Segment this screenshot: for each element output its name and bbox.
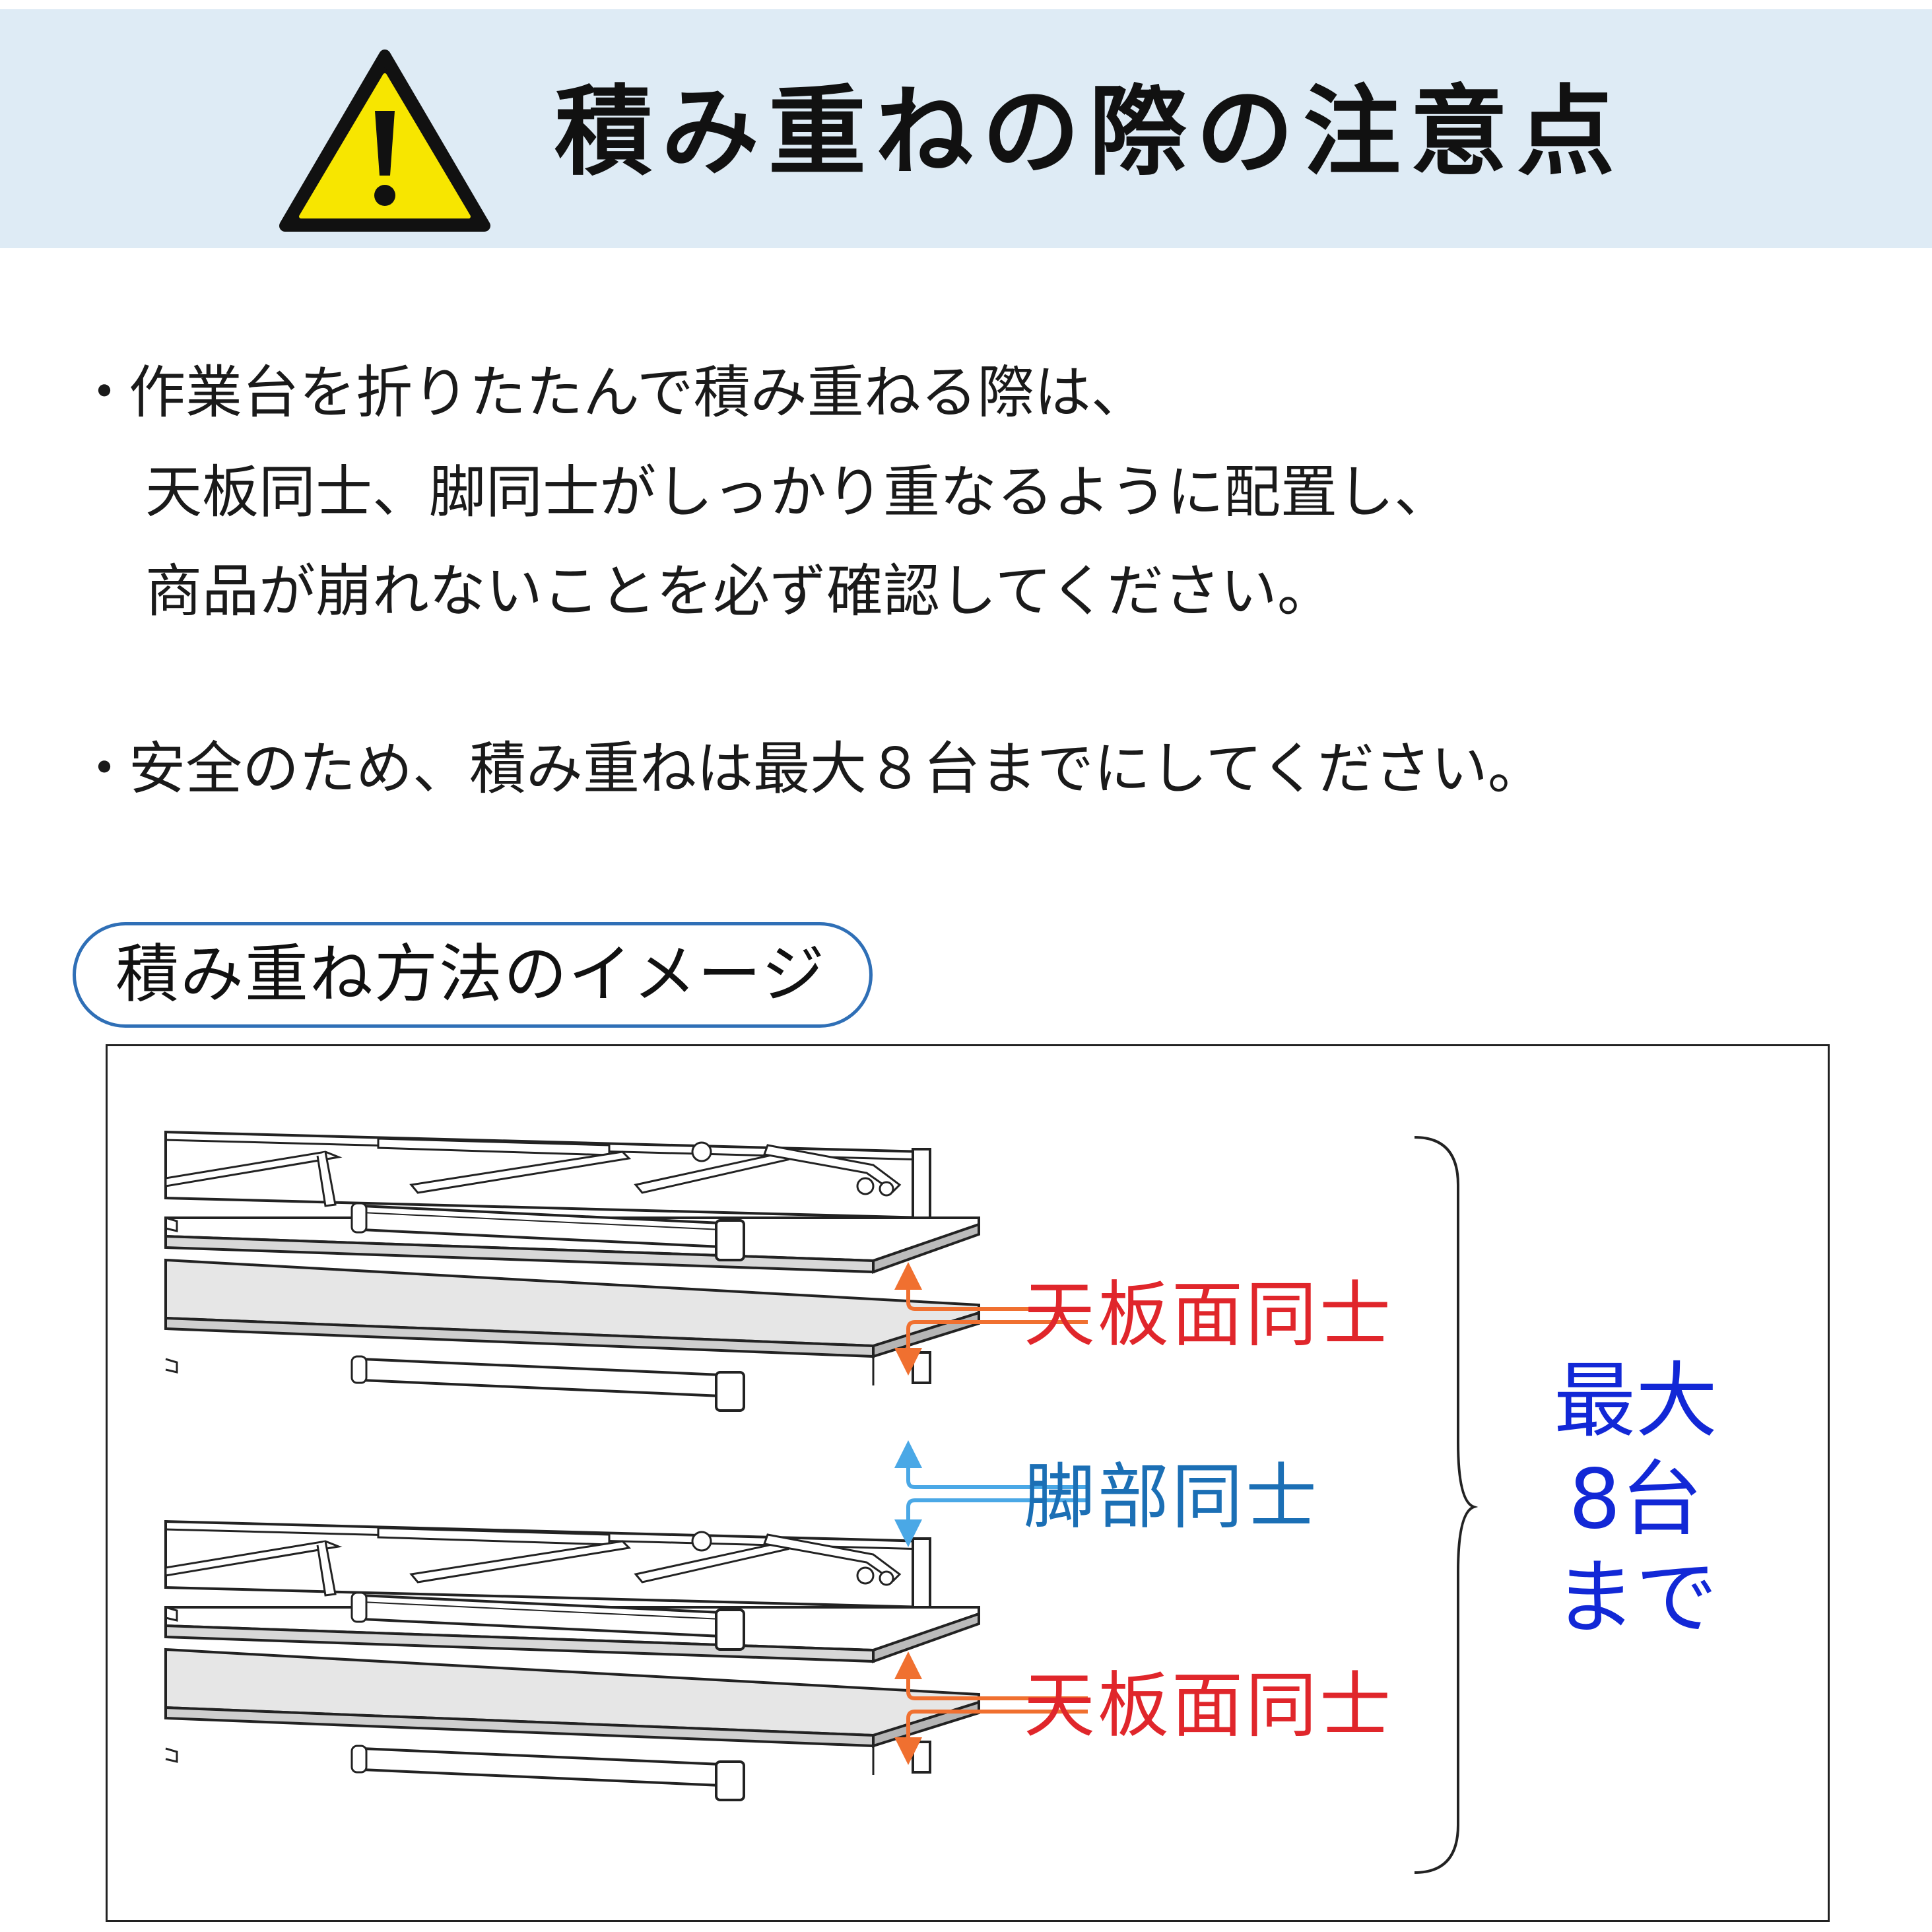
note-1-line-3: 商品が崩れないことを必ず確認してください。 [145,558,1334,624]
table-1 [164,1131,980,1273]
label-tabletop-to-tabletop-2: 天板面同士 [1024,1665,1394,1747]
top-arrow-upper [894,1262,1088,1376]
page-title: 積み重ねの際の注意点 [554,75,1624,189]
max-stack-note: 最大 8台 まで [1530,1352,1741,1647]
figure-caption-pill: 積み重ね方法のイメージ [73,922,873,1028]
max-line-2: 8台 [1568,1451,1703,1547]
max-line-1: 最大 [1553,1354,1717,1449]
note-item-2: ・安全のため、積み重ねは最大８台までにしてください。 [76,719,1545,819]
note-2-line-1: 安全のため、積み重ねは最大８台までにしてください。 [129,736,1545,802]
note-1-line-1: 作業台を折りたたんで積み重ねる際は、 [129,360,1148,426]
note-1-line-2: 天板同士、脚同士がしっかり重なるように配置し、 [145,459,1451,525]
label-tabletop-to-tabletop-1: 天板面同士 [1024,1274,1394,1356]
table-3 [164,1520,980,1663]
bullet-mark: ・ [76,736,133,802]
warning-header: 積み重ねの際の注意点 [0,9,1932,248]
table-4 [164,1648,980,1801]
max-line-3: まで [1553,1550,1717,1646]
stacking-drawing [164,1131,1479,1874]
top-arrow-lower [894,1651,1088,1765]
note-item-1: ・作業台を折りたたんで積み重ねる際は、 天板同士、脚同士がしっかり重なるように配… [76,343,1451,642]
stacking-illustration: 天板面同士 脚部同士 天板面同士 最大 8台 まで [106,1044,1830,1922]
bullet-mark: ・ [76,360,133,426]
table-2 [164,1259,980,1412]
stack-brace [1414,1136,1479,1874]
figure-caption: 積み重ね方法のイメージ [116,937,826,1011]
warning-triangle-icon [279,50,490,232]
leg-arrow [894,1440,1088,1547]
label-leg-to-leg: 脚部同士 [1024,1456,1320,1539]
